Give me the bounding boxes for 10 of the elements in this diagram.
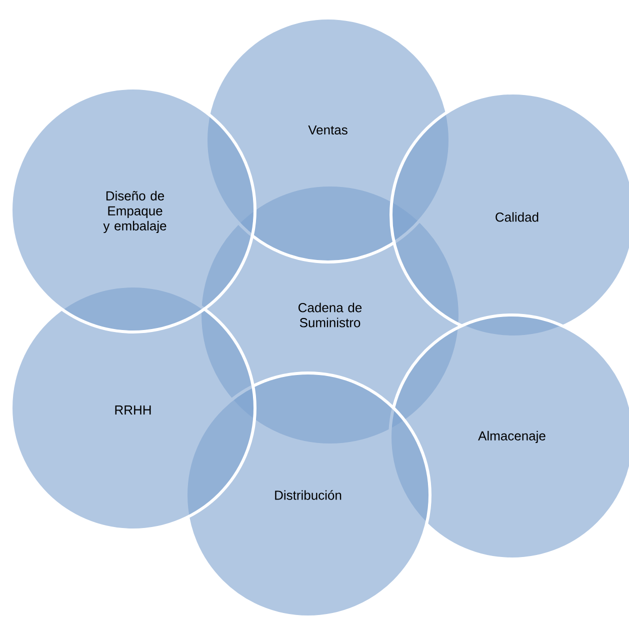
circle-label: Almacenaje (478, 430, 546, 444)
circle (390, 91, 629, 338)
circle-label: RRHH (115, 406, 151, 414)
circle (184, 371, 432, 617)
circle-label: Cadena de Suministro (298, 302, 362, 328)
circle-label: Diseño de Empaque y embalaje (103, 190, 166, 234)
circle-label: Ventas (308, 125, 348, 135)
circle-label: Distribución (275, 490, 342, 500)
circle-label: Calidad (496, 212, 538, 222)
circle (388, 313, 629, 560)
